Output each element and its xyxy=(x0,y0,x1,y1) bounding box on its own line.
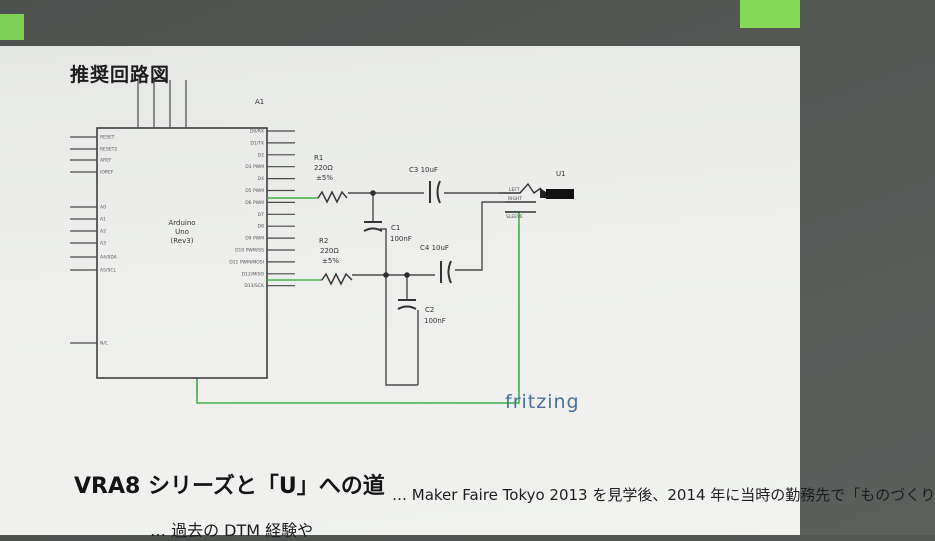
r1-value: 220Ω xyxy=(314,164,333,172)
left-pin-label: A3 xyxy=(100,241,106,247)
r2-resistor xyxy=(321,272,353,286)
left-pin-label: A2 xyxy=(100,229,106,235)
right-pin-label: D5 PWM xyxy=(245,188,264,194)
board-top-pins xyxy=(137,80,187,128)
right-pin-label: D13/SCK xyxy=(244,283,265,289)
c2-ref: C2 xyxy=(425,306,434,314)
body-text-line-2: … 過去の DTM 経験や xyxy=(150,521,314,540)
right-pin-label: D1/TX xyxy=(250,140,264,146)
c1-ref: C1 xyxy=(391,224,400,232)
left-pin-label: A1 xyxy=(100,217,106,223)
r1-resistor xyxy=(317,190,348,204)
wire-gnd-common xyxy=(380,228,418,386)
body-text-line-1: … Maker Faire Tokyo 2013 を見学後、2014 年に当時の… xyxy=(392,486,935,504)
page-heading: 推奨回路図 xyxy=(70,64,171,86)
board-name-2: Uno xyxy=(175,228,189,236)
r1-tolerance: ±5% xyxy=(316,174,333,182)
c3-label: C3 10uF xyxy=(409,166,438,174)
right-pin-label: D9 PWM xyxy=(245,236,264,242)
c4-label: C4 10uF xyxy=(420,244,449,252)
right-pin-label: D7 xyxy=(258,212,264,218)
r2-value: 220Ω xyxy=(320,247,339,255)
left-pin-label: N/C xyxy=(100,341,108,347)
r1-ref: R1 xyxy=(314,154,323,162)
left-pin-label: AREF xyxy=(100,158,112,164)
right-pin-label: D8 xyxy=(258,224,264,230)
u1-audio-jack xyxy=(499,182,574,213)
section-title: VRA8 シリーズと「U」への道 xyxy=(74,474,385,499)
green-nets xyxy=(196,197,520,404)
c1-capacitor xyxy=(363,221,383,232)
left-pin-label: A0 xyxy=(100,205,106,211)
c4-capacitor xyxy=(440,260,452,284)
right-pin-label: D6 PWM xyxy=(245,200,264,206)
board-right-pins xyxy=(267,130,295,287)
right-pin-label: D0/RX xyxy=(250,129,264,135)
left-pin-label: A4/SDA xyxy=(100,255,118,261)
left-pin-label: IOREF xyxy=(100,170,114,176)
c2-capacitor xyxy=(397,299,417,310)
left-pin-label: A5/SCL xyxy=(100,268,116,274)
r2-tolerance: ±5% xyxy=(322,257,339,265)
left-pin-label: RESET2 xyxy=(100,147,117,153)
board-name-3: (Rev3) xyxy=(171,237,194,245)
green-tape-top-left xyxy=(0,14,24,40)
right-pin-label: D12/MISO xyxy=(242,271,265,277)
board-name-1: Arduino xyxy=(168,219,195,227)
u1-pin-sleeve: SLEEVE xyxy=(506,214,523,220)
board-left-pins xyxy=(70,136,97,344)
right-pin-label: D11 PWM/MOSI xyxy=(229,259,264,265)
circuit-wires xyxy=(348,192,505,386)
right-pin-label: D4 xyxy=(258,176,264,182)
u1-ref: U1 xyxy=(556,170,566,178)
c3-capacitor xyxy=(429,180,441,204)
c1-value: 100nF xyxy=(390,235,412,243)
right-pin-label: D3 PWM xyxy=(245,164,264,170)
right-pin-label: D2 xyxy=(258,152,264,158)
right-pin-label: D10 PWM/SS xyxy=(235,248,264,254)
u1-pin-left: LEFT xyxy=(509,187,520,193)
wire-c4-right xyxy=(455,201,505,271)
junction-dots xyxy=(370,190,410,278)
left-pin-label: RESET xyxy=(100,135,115,141)
c2-value: 100nF xyxy=(424,317,446,325)
r2-ref: R2 xyxy=(319,237,328,245)
green-tape-top-right xyxy=(740,0,800,28)
board-ref: A1 xyxy=(255,98,264,106)
fritzing-logo: fritzing xyxy=(505,391,580,413)
u1-pin-right: RIGHT xyxy=(508,196,522,202)
arduino-board-outline xyxy=(96,127,268,379)
